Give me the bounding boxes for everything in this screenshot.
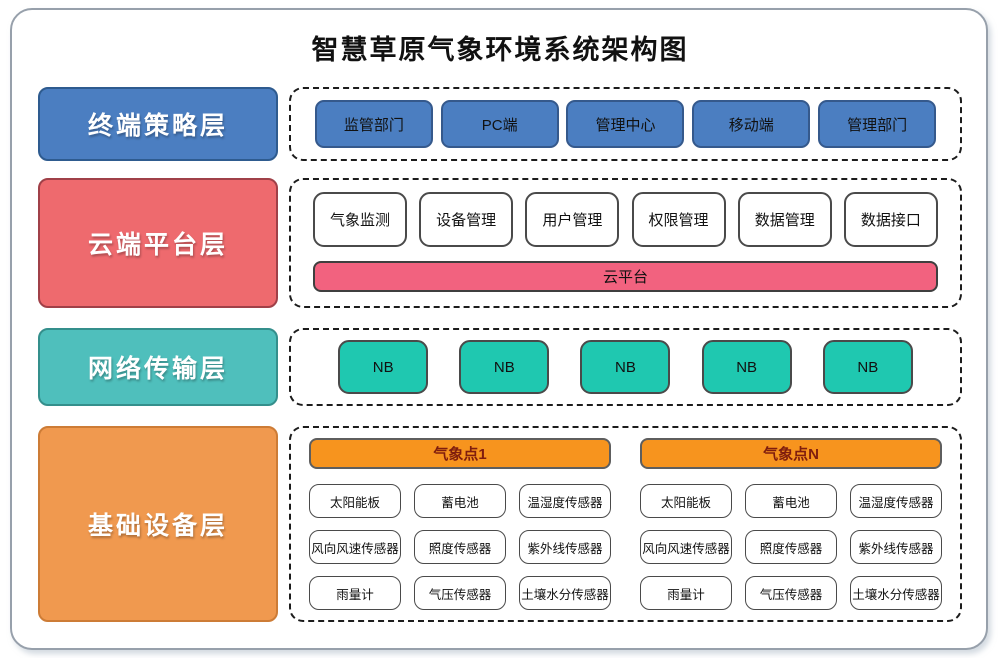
diagram-title: 智慧草原气象环境系统架构图 bbox=[311, 35, 689, 65]
sensor-temp-humidity: 温湿度传感器 bbox=[519, 484, 611, 518]
layer-base-equipment: 基础设备层 气象点1 太阳能板 蓄电池 温湿度传感器 风向风速传感器 照度传感器… bbox=[38, 426, 962, 622]
node-management-dept: 管理部门 bbox=[818, 100, 937, 148]
node-pc-client: PC端 bbox=[440, 100, 559, 148]
cloud-modules-row: 气象监测 设备管理 用户管理 权限管理 数据管理 数据接口 bbox=[307, 192, 944, 247]
sensor-rain-gauge: 雨量计 bbox=[309, 576, 401, 610]
equipment-group: 气象点1 太阳能板 蓄电池 温湿度传感器 风向风速传感器 照度传感器 紫外线传感… bbox=[289, 426, 962, 622]
module-user-management: 用户管理 bbox=[525, 192, 620, 247]
node-regulator: 监管部门 bbox=[314, 100, 433, 148]
diagram-frame: 智慧草原气象环境系统架构图 终端策略层 监管部门 PC端 管理中心 移动端 管理… bbox=[10, 8, 988, 650]
sensor-soil-moisture: 土壤水分传感器 bbox=[850, 576, 942, 610]
sensor-battery: 蓄电池 bbox=[414, 484, 506, 518]
network-group: NB NB NB NB NB bbox=[289, 328, 962, 406]
sensor-wind: 风向风速传感器 bbox=[640, 530, 732, 564]
module-data-interface: 数据接口 bbox=[843, 192, 938, 247]
station-1: 气象点1 太阳能板 蓄电池 温湿度传感器 风向风速传感器 照度传感器 紫外线传感… bbox=[309, 438, 611, 610]
sensor-illuminance: 照度传感器 bbox=[414, 530, 506, 564]
sensor-solar-panel: 太阳能板 bbox=[640, 484, 732, 518]
station-1-sensor-grid: 太阳能板 蓄电池 温湿度传感器 风向风速传感器 照度传感器 紫外线传感器 雨量计… bbox=[309, 484, 611, 610]
module-weather-monitoring: 气象监测 bbox=[313, 192, 407, 247]
sensor-soil-moisture: 土壤水分传感器 bbox=[519, 576, 611, 610]
station-1-title-bar: 气象点1 bbox=[309, 438, 611, 469]
sensor-temp-humidity: 温湿度传感器 bbox=[850, 484, 942, 518]
layer-label-terminal: 终端策略层 bbox=[38, 87, 278, 161]
station-n: 气象点N 太阳能板 蓄电池 温湿度传感器 风向风速传感器 照度传感器 紫外线传感… bbox=[640, 438, 942, 610]
sensor-rain-gauge: 雨量计 bbox=[640, 576, 732, 610]
node-nb-4: NB bbox=[701, 340, 792, 394]
module-permission-management: 权限管理 bbox=[631, 192, 726, 247]
sensor-uv: 紫外线传感器 bbox=[850, 530, 942, 564]
sensor-solar-panel: 太阳能板 bbox=[309, 484, 401, 518]
layer-label-cloud: 云端平台层 bbox=[38, 178, 278, 308]
layer-cloud-platform: 云端平台层 气象监测 设备管理 用户管理 权限管理 数据管理 数据接口 云平台 bbox=[38, 178, 962, 308]
sensor-uv: 紫外线传感器 bbox=[519, 530, 611, 564]
layer-terminal-strategy: 终端策略层 监管部门 PC端 管理中心 移动端 管理部门 bbox=[38, 87, 962, 161]
cloud-group: 气象监测 设备管理 用户管理 权限管理 数据管理 数据接口 云平台 bbox=[289, 178, 962, 308]
node-nb-2: NB bbox=[459, 340, 550, 394]
terminal-group: 监管部门 PC端 管理中心 移动端 管理部门 bbox=[289, 87, 962, 161]
sensor-wind: 风向风速传感器 bbox=[309, 530, 401, 564]
station-n-sensor-grid: 太阳能板 蓄电池 温湿度传感器 风向风速传感器 照度传感器 紫外线传感器 雨量计… bbox=[640, 484, 942, 610]
module-device-management: 设备管理 bbox=[419, 192, 514, 247]
sensor-pressure: 气压传感器 bbox=[414, 576, 506, 610]
node-nb-5: NB bbox=[822, 340, 913, 394]
node-mobile-client: 移动端 bbox=[692, 100, 811, 148]
node-nb-3: NB bbox=[580, 340, 671, 394]
module-data-management: 数据管理 bbox=[737, 192, 832, 247]
station-n-title-bar: 气象点N bbox=[640, 438, 942, 469]
sensor-battery: 蓄电池 bbox=[745, 484, 837, 518]
layer-label-network: 网络传输层 bbox=[38, 328, 278, 406]
sensor-pressure: 气压传感器 bbox=[745, 576, 837, 610]
cloud-platform-bar: 云平台 bbox=[313, 261, 938, 292]
node-nb-1: NB bbox=[338, 340, 429, 394]
layer-label-equipment: 基础设备层 bbox=[38, 426, 278, 622]
node-management-center: 管理中心 bbox=[566, 100, 685, 148]
layer-network-transmission: 网络传输层 NB NB NB NB NB bbox=[38, 328, 962, 406]
sensor-illuminance: 照度传感器 bbox=[745, 530, 837, 564]
